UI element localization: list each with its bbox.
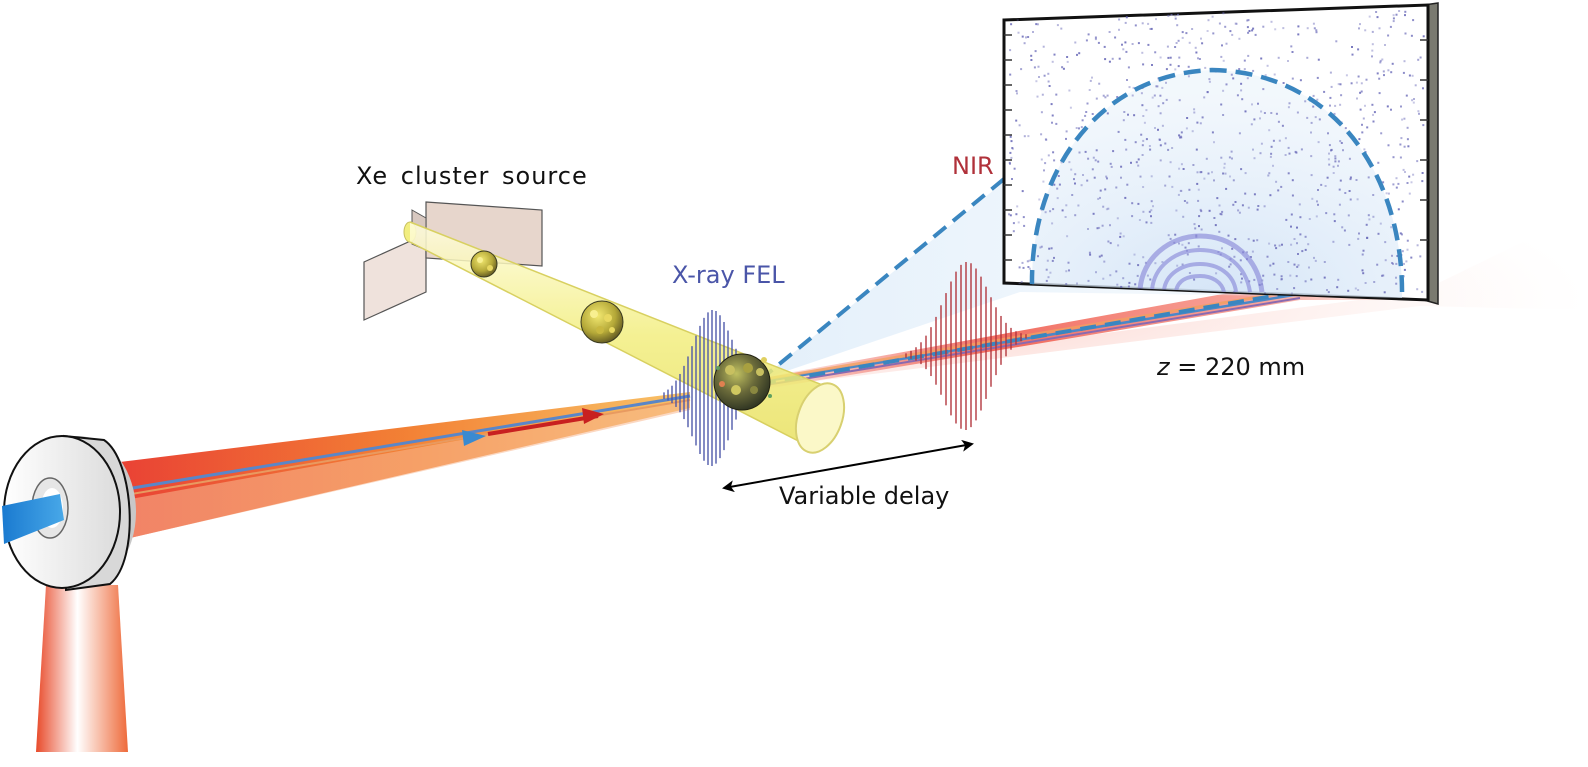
incoming-nir-beam [59,392,691,538]
xray-fel-label: X-ray FEL [672,261,785,289]
vertical-nir-beam [36,585,128,752]
distance-variable: z [1157,353,1170,381]
beam-arrow-red [582,408,604,424]
cone-edge-upper [758,116,1080,382]
detector-semicircle [1029,67,1405,299]
detector-ticks [1004,34,1428,261]
detector [1002,2,1439,305]
cone-edge-lower [759,290,1297,386]
nir-pulse [905,262,1027,430]
beam-arrow-blue [462,430,486,446]
cluster-source-label: Xe cluster source [356,162,588,190]
xe-cluster-medium [580,300,624,344]
holey-mirror [2,434,136,592]
xe-cluster-large [713,353,772,411]
variable-delay-label: Variable delay [779,482,950,510]
xe-cluster-small [470,250,498,278]
distance-value: = 220 mm [1169,353,1306,381]
distance-label: z = 220 mm [1157,353,1305,381]
diffraction-rings [1137,233,1265,293]
variable-delay-arrow [722,439,974,493]
xray-entrance-beam [2,494,64,544]
nir-label: NIR [952,152,994,180]
speckle-pattern [1008,10,1425,297]
